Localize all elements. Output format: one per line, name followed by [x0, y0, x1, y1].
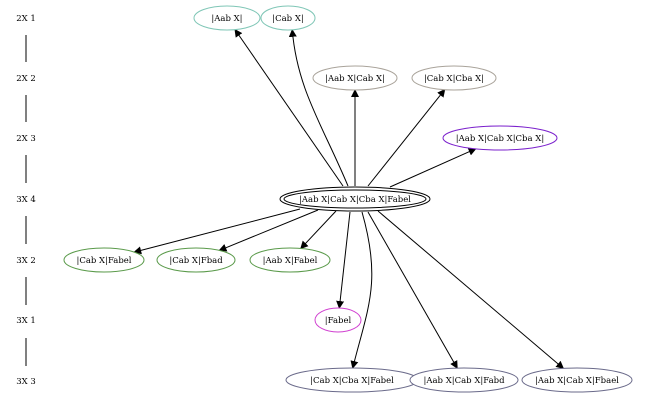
- edge-arrow: [389, 148, 477, 188]
- edge-arrow: [234, 28, 344, 187]
- rank-label: 2X 2: [16, 74, 36, 84]
- node-label: |Cab X|Fabel: [76, 256, 131, 266]
- graph-node[interactable]: |Aab X|Fabel: [249, 247, 331, 273]
- edge-arrow: [133, 208, 301, 255]
- node-label: |Aab X|: [211, 14, 242, 24]
- rank-label: 2X 1: [16, 14, 36, 24]
- graph-node[interactable]: |Cab X|Fbad: [156, 247, 236, 273]
- node-ellipse: [63, 247, 145, 273]
- node-ellipse: [193, 5, 261, 31]
- graph-node[interactable]: |Cab X|: [260, 5, 316, 31]
- rank-label: 2X 3: [16, 134, 36, 144]
- node-ellipse: [521, 367, 633, 393]
- graph-node[interactable]: |Aab X|Cab X|Fbael: [521, 367, 633, 393]
- edge-arrow: [300, 210, 337, 250]
- rank-label: 3X 3: [16, 377, 36, 387]
- node-ellipse: [156, 247, 236, 273]
- node-ellipse: [411, 65, 497, 91]
- node-label: |Cab X|Cba X|Fabel: [310, 376, 394, 386]
- edges: [133, 28, 565, 370]
- node-label: |Aab X|Fabel: [263, 256, 318, 266]
- graph-node[interactable]: |Cab X|Cba X|Fabel: [285, 367, 419, 393]
- edge-arrow: [367, 88, 446, 187]
- graph-node[interactable]: |Aab X|Cab X|Cba X|Fabel: [279, 186, 431, 212]
- graph-node[interactable]: |Aab X|Cab X|Fabd: [409, 367, 519, 393]
- graph-node[interactable]: |Aab X|: [193, 5, 261, 31]
- node-label: |Cab X|Fbad: [169, 256, 223, 266]
- nodes: |Aab X| |Cab X| |Aab X|Cab X| |Cab X|Cba X|…: [63, 5, 633, 393]
- node-label: |Fabel: [325, 316, 352, 326]
- graph-node[interactable]: |Cab X|Fabel: [63, 247, 145, 273]
- node-label: |Aab X|Cab X|Cba X|Fabel: [299, 195, 411, 205]
- graph-node[interactable]: |Aab X|Cab X|Cba X|: [442, 125, 558, 151]
- edge-arrow: [288, 28, 349, 187]
- edge-arrow: [367, 211, 458, 369]
- node-ellipse: [260, 5, 316, 31]
- rank-label: 3X 4: [16, 195, 36, 205]
- rank-label: 3X 1: [16, 316, 36, 326]
- rank-label: 3X 2: [16, 256, 36, 266]
- edge-arrow: [350, 211, 373, 369]
- edge-arrow: [377, 210, 565, 370]
- node-label: |Aab X|Cab X|Fbael: [535, 376, 619, 386]
- node-ellipse: [312, 65, 398, 91]
- edge-arrow: [336, 211, 351, 310]
- node-label: |Aab X|Cab X|Fabd: [423, 376, 505, 386]
- graph-node[interactable]: |Aab X|Cab X|: [312, 65, 398, 91]
- graph-node[interactable]: |Fabel: [314, 307, 362, 333]
- node-label: |Aab X|Cab X|Cba X|: [456, 134, 544, 144]
- node-ellipse: [314, 307, 362, 333]
- node-label: |Aab X|Cab X|: [325, 74, 385, 84]
- rank-labels: 2X 1 2X 2 2X 3 3X 4 3X 2 3X 1 3X 3: [16, 14, 36, 387]
- edge-arrow: [218, 209, 319, 252]
- node-label: |Cab X|Cba X|: [424, 74, 484, 84]
- node-ellipse: [249, 247, 331, 273]
- node-ellipse: [279, 186, 431, 212]
- node-ellipse: [442, 125, 558, 151]
- node-ellipse: [409, 367, 519, 393]
- graph-node[interactable]: |Cab X|Cba X|: [411, 65, 497, 91]
- node-inner-ellipse: [283, 189, 427, 209]
- node-label: |Cab X|: [272, 14, 304, 24]
